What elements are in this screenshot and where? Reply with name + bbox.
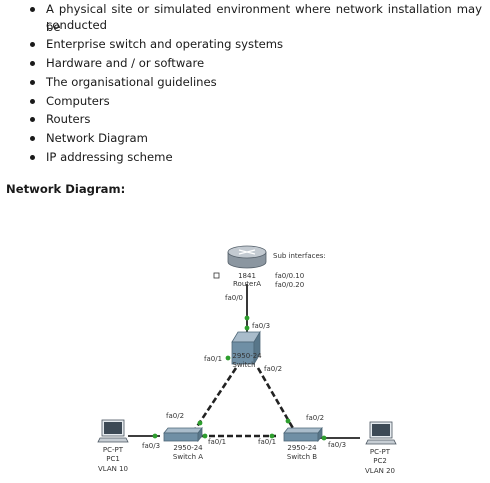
switch-a-port-up: fa0/2 xyxy=(166,412,184,420)
list-item-continuation: conducted xyxy=(30,16,482,34)
list-item: IP addressing scheme xyxy=(30,148,482,166)
list-item: Computers xyxy=(30,92,482,110)
router-model-label: 1841 xyxy=(238,272,256,280)
list-item-text: Hardware and / or software xyxy=(46,56,205,70)
switch-side xyxy=(253,330,261,366)
sub-interface-item: fa0/0.20 xyxy=(275,281,304,289)
list-item-text: The organisational guidelines xyxy=(46,75,217,89)
list-item: A physical site or simulated environment… xyxy=(30,0,482,36)
switch-b-port-up: fa0/2 xyxy=(306,414,324,422)
list-item: Hardware and / or software xyxy=(30,54,482,72)
list-item-text-line2: conducted xyxy=(46,18,107,32)
port-dot xyxy=(225,355,231,361)
switch-b-model-label: 2950-24 xyxy=(287,444,317,452)
list-item-text-line1: A physical site or simulated environment… xyxy=(46,2,482,34)
bullet-icon xyxy=(30,117,35,122)
router-icon xyxy=(227,245,267,269)
monitor-screen xyxy=(104,422,122,434)
switch-front xyxy=(163,432,199,442)
pc2-name-label: PC2 xyxy=(373,457,387,465)
port-dot xyxy=(244,315,250,321)
list-item: Routers xyxy=(30,110,482,128)
section-heading: Network Diagram: xyxy=(6,182,126,196)
port-dot xyxy=(269,433,275,439)
sub-interfaces-title: Sub interfaces: xyxy=(273,252,326,260)
bullet-icon xyxy=(30,7,35,12)
pc1-type-label: PC-PT xyxy=(103,446,124,454)
port-dot xyxy=(321,435,327,441)
keyboard xyxy=(97,437,129,443)
list-item: Network Diagram xyxy=(30,129,482,147)
keyboard xyxy=(365,439,397,445)
bullet-icon xyxy=(30,99,35,104)
list-item-text: Computers xyxy=(46,94,110,108)
pc2-type-label: PC-PT xyxy=(370,448,391,456)
switch-a-port-right: fa0/1 xyxy=(208,438,226,446)
bullet-icon xyxy=(30,80,35,85)
pc1-vlan-label: VLAN 10 xyxy=(98,465,128,473)
router-name-label: RouterA xyxy=(233,280,261,288)
core-switch-port-up: fa0/3 xyxy=(252,322,270,330)
router-port-label: fa0/0 xyxy=(225,294,243,302)
list-item: Enterprise switch and operating systems xyxy=(30,35,482,53)
core-switch-model-label: 2950-24 xyxy=(232,352,262,360)
bullet-icon xyxy=(30,61,35,66)
switch-b-port-left: fa0/1 xyxy=(258,438,276,446)
bullet-icon xyxy=(30,155,35,160)
core-switch-name-label: Switch xyxy=(232,361,255,369)
network-diagram: 1841 RouterA fa0/0 Sub interfaces: fa0/0… xyxy=(97,245,397,475)
switch-side xyxy=(197,426,203,443)
core-switch-port-left: fa0/1 xyxy=(204,355,222,363)
switch-a-port-left: fa0/3 xyxy=(142,442,160,450)
list-item-text: IP addressing scheme xyxy=(46,150,173,164)
router-checkbox-icon xyxy=(213,272,220,279)
switch-b-name-label: Switch B xyxy=(287,453,317,461)
router-arrows xyxy=(238,249,256,255)
switch-top xyxy=(283,427,323,434)
list-item: The organisational guidelines xyxy=(30,73,482,91)
bullet-icon xyxy=(30,42,35,47)
port-dot xyxy=(197,420,203,426)
switch-b-icon xyxy=(283,426,323,443)
port-dot xyxy=(244,325,250,331)
pc1-name-label: PC1 xyxy=(106,455,120,463)
port-dot xyxy=(285,418,291,424)
core-switch-port-right: fa0/2 xyxy=(264,365,282,373)
list-item-text: Routers xyxy=(46,112,91,126)
list-item-text: Enterprise switch and operating systems xyxy=(46,37,284,51)
sub-interface-item: fa0/0.10 xyxy=(275,272,304,280)
switch-a-icon xyxy=(163,426,203,443)
pc2-icon xyxy=(365,421,397,445)
port-dot xyxy=(202,433,208,439)
switch-a-model-label: 2950-24 xyxy=(173,444,203,452)
switch-front xyxy=(283,432,319,442)
switch-side xyxy=(317,426,323,443)
switch-a-name-label: Switch A xyxy=(173,453,203,461)
list-item-text: Network Diagram xyxy=(46,131,148,145)
bullet-icon xyxy=(30,136,35,141)
monitor-screen xyxy=(372,424,390,436)
core-switch-icon xyxy=(231,330,261,366)
pc1-icon xyxy=(97,419,129,443)
switch-b-port-right: fa0/3 xyxy=(328,441,346,449)
switch-top xyxy=(163,427,203,434)
pc2-vlan-label: VLAN 20 xyxy=(365,467,395,475)
port-dot xyxy=(152,433,158,439)
